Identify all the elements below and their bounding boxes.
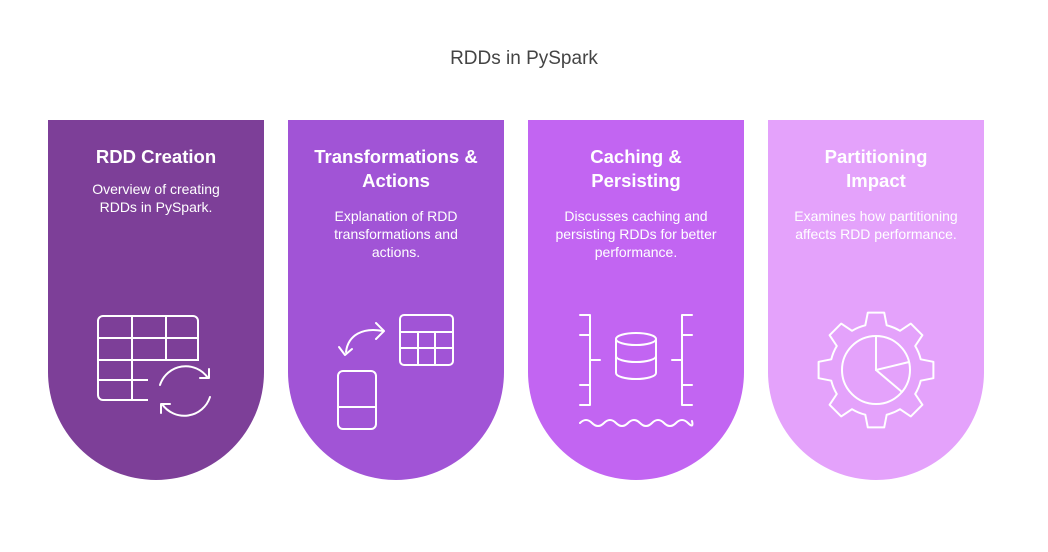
diagram-title: RDDs in PySpark <box>450 48 598 69</box>
card-description: Discusses caching and persisting RDDs fo… <box>555 208 717 260</box>
card-description: Examines how partitioning affects RDD pe… <box>794 208 958 242</box>
card-partitioning-impact: Partitioning Impact Examines how partiti… <box>768 120 984 480</box>
card-transformations-actions: Transformations & Actions Explanation of… <box>288 120 504 480</box>
gear-pie-chart-icon <box>768 305 984 435</box>
card-title: Caching & Persisting <box>528 145 744 193</box>
database-cache-icon <box>528 305 744 435</box>
card-title-text: Caching & Persisting <box>590 146 682 191</box>
card-rdd-creation: RDD Creation Overview of creating RDDs i… <box>48 120 264 480</box>
card-title-text: Transformations & Actions <box>314 146 478 191</box>
card-description: Overview of creating RDDs in PySpark. <box>92 181 220 215</box>
card-title: RDD Creation <box>48 145 264 169</box>
card-title-text: Partitioning Impact <box>824 146 928 191</box>
card-title-text: RDD Creation <box>95 146 217 167</box>
card-description: Explanation of RDD transformations and a… <box>334 208 458 260</box>
card-title: Partitioning Impact <box>768 145 984 193</box>
card-title: Transformations & Actions <box>288 145 504 193</box>
phone-table-transfer-icon <box>288 305 504 435</box>
card-caching-persisting: Caching & Persisting Discusses caching a… <box>528 120 744 480</box>
table-refresh-icon <box>48 305 264 435</box>
